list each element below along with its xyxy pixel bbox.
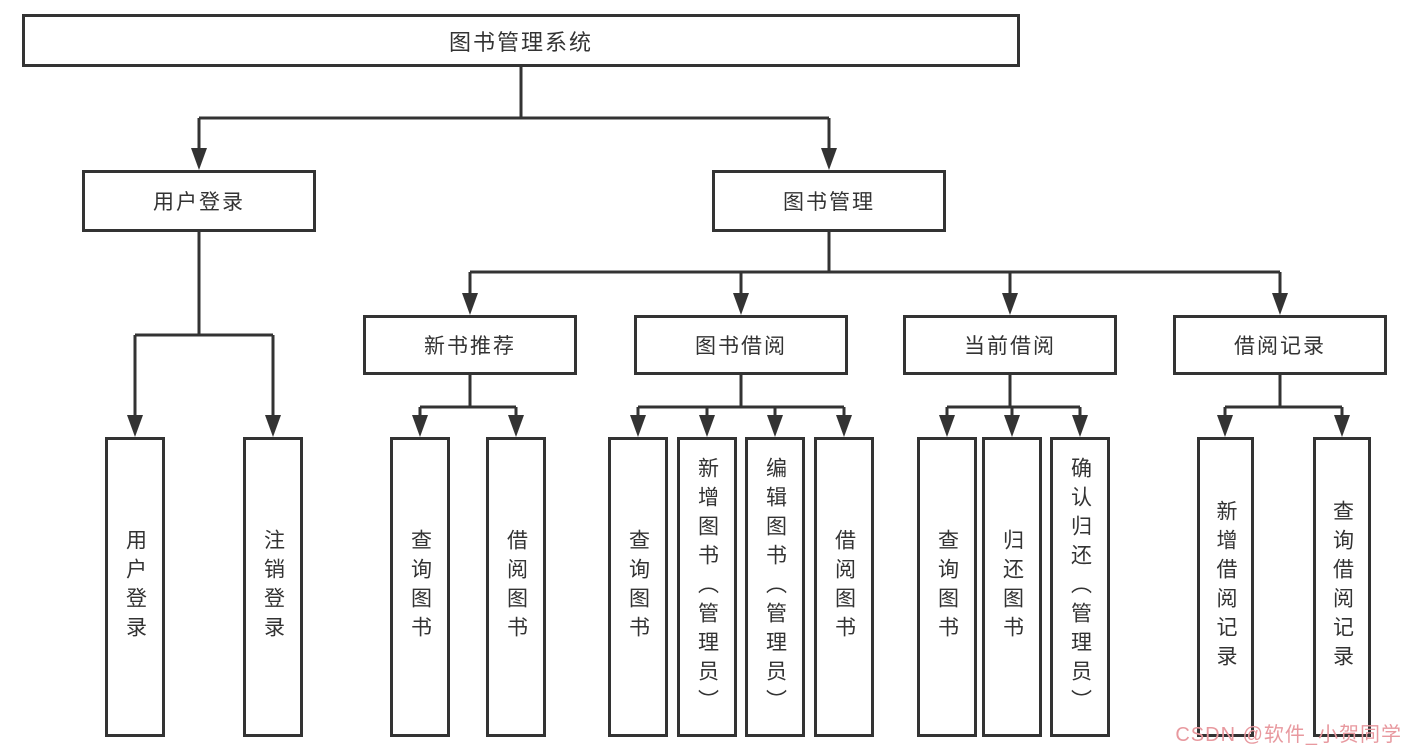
leaf-logout: 注销登录 (243, 437, 303, 737)
arrowhead (939, 415, 955, 437)
leaf-return-books: 归还图书 (982, 437, 1042, 737)
arrowhead (1334, 415, 1350, 437)
leaf-add-books-admin: 新增图书（管理员） (677, 437, 737, 737)
node-book-management: 图书管理 (712, 170, 946, 232)
arrowhead (1002, 293, 1018, 315)
node-user-login: 用户登录 (82, 170, 316, 232)
arrowhead (1004, 415, 1020, 437)
connector-book-management-to-level3 (468, 232, 1282, 295)
node-new-book-recommend: 新书推荐 (363, 315, 577, 375)
arrowhead (733, 293, 749, 315)
leaf-query-borrow-record: 查询借阅记录 (1313, 437, 1371, 737)
arrowhead (508, 415, 524, 437)
node-book-borrow: 图书借阅 (634, 315, 848, 375)
arrowhead (630, 415, 646, 437)
arrowhead (462, 293, 478, 315)
arrowhead (1272, 293, 1288, 315)
arrowhead (699, 415, 715, 437)
connector-current-borrow-to-leaves (945, 375, 1082, 417)
leaf-query-books-borrow: 查询图书 (608, 437, 668, 737)
connector-borrow-records-to-leaves (1223, 375, 1344, 417)
csdn-watermark: CSDN @软件_小贺同学 (1175, 724, 1402, 746)
node-root-system: 图书管理系统 (22, 14, 1020, 67)
leaf-user-login: 用户登录 (105, 437, 165, 737)
connector-book-borrow-to-leaves (636, 375, 846, 417)
node-current-borrow: 当前借阅 (903, 315, 1117, 375)
leaf-borrow-books-recommend: 借阅图书 (486, 437, 546, 737)
arrowhead (767, 415, 783, 437)
connector-root-to-level2 (197, 67, 831, 150)
leaf-confirm-return-admin: 确认归还（管理员） (1050, 437, 1110, 737)
connector-new-book-to-leaves (418, 375, 518, 417)
leaf-borrow-books: 借阅图书 (814, 437, 874, 737)
leaf-add-borrow-record: 新增借阅记录 (1197, 437, 1254, 737)
connector-user-login-to-leaves (133, 232, 275, 417)
arrowhead (127, 415, 143, 437)
leaf-edit-books-admin: 编辑图书（管理员） (745, 437, 805, 737)
arrowhead (1072, 415, 1088, 437)
arrowhead (821, 148, 837, 170)
arrowhead (412, 415, 428, 437)
arrowhead (836, 415, 852, 437)
arrowhead (1217, 415, 1233, 437)
arrowhead (265, 415, 281, 437)
node-borrow-records: 借阅记录 (1173, 315, 1387, 375)
leaf-query-books-recommend: 查询图书 (390, 437, 450, 737)
arrowhead (191, 148, 207, 170)
leaf-query-books-current: 查询图书 (917, 437, 977, 737)
